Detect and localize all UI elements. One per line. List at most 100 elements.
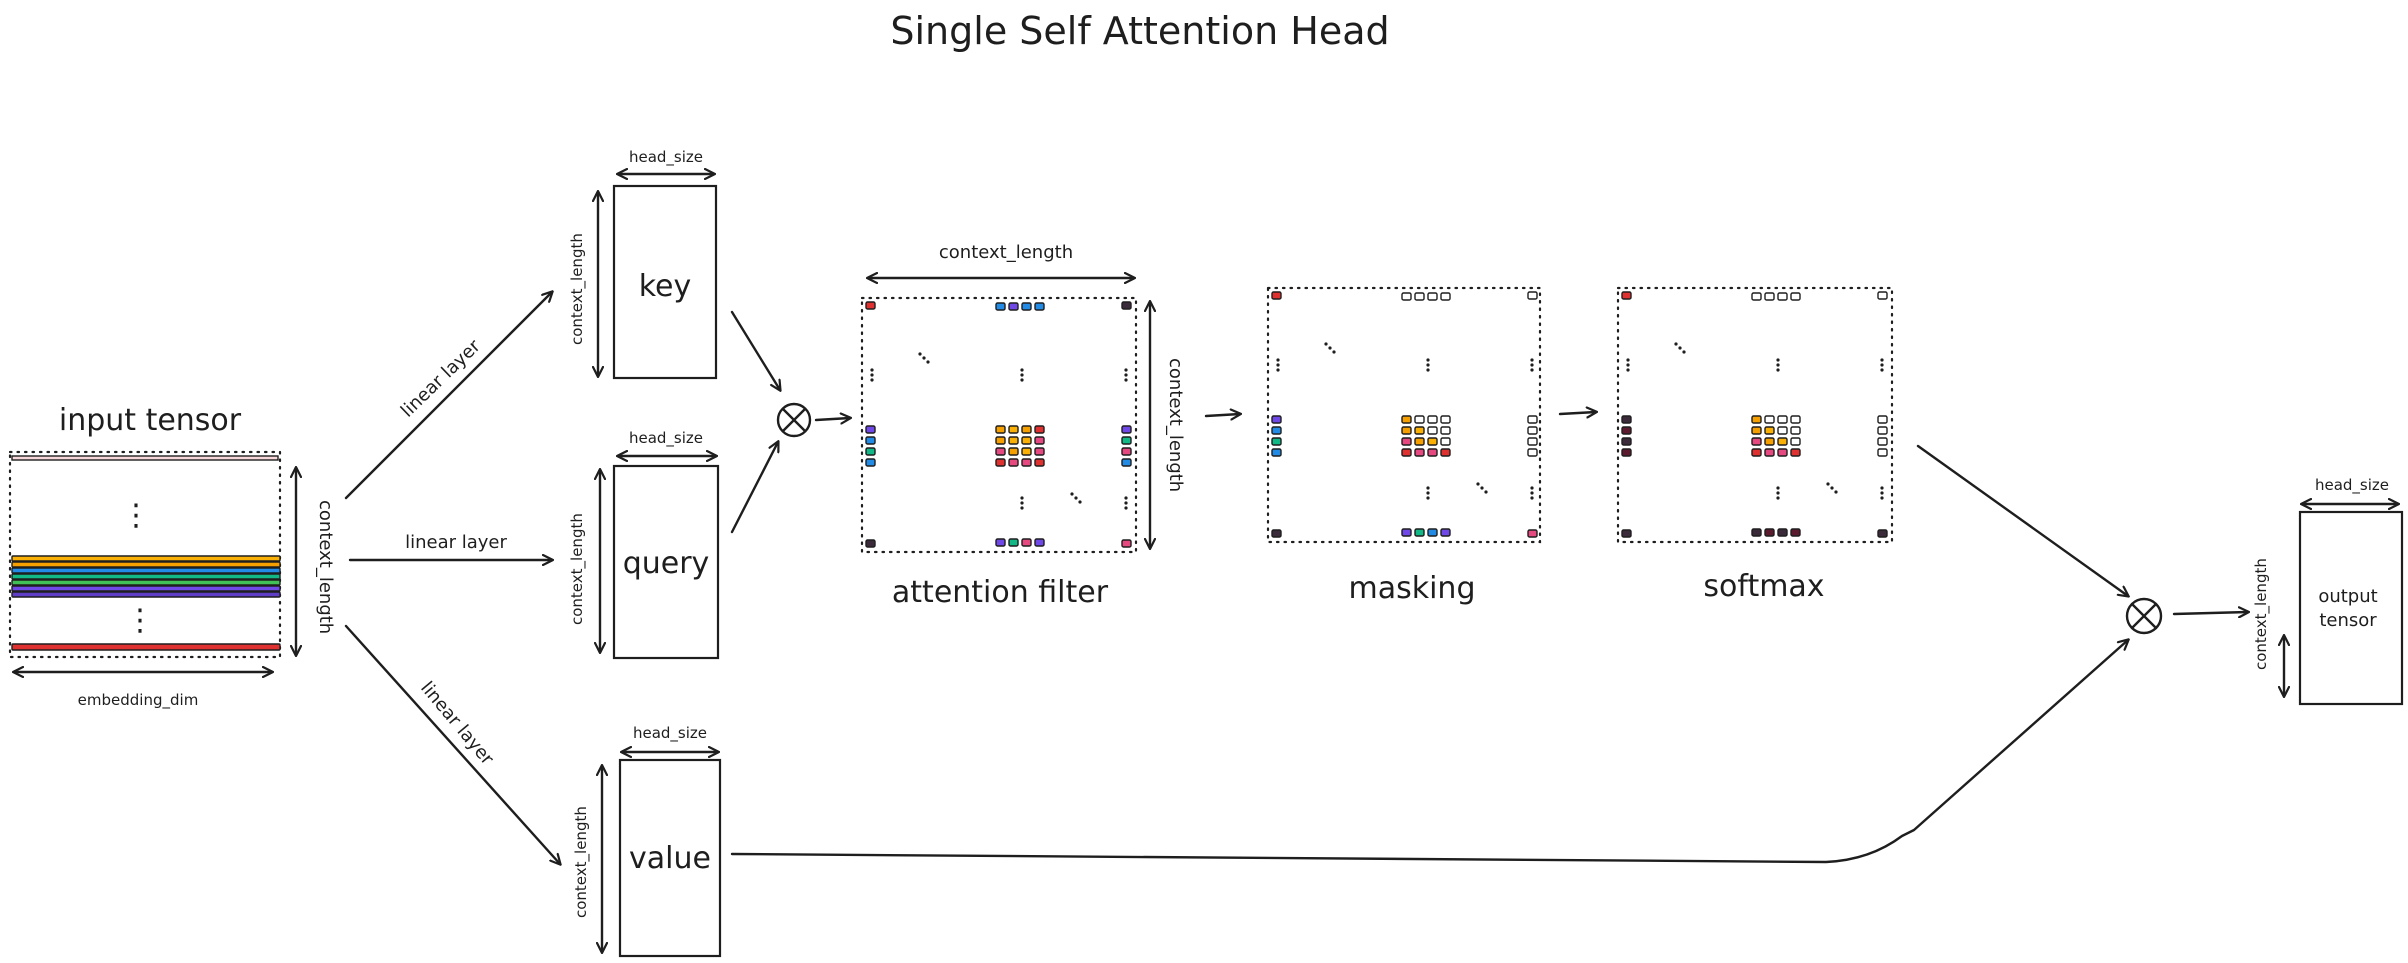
ellipsis-icon: [1124, 368, 1128, 372]
ellipsis-icon: [1880, 486, 1884, 490]
matrix-cell: [1414, 415, 1425, 424]
ellipsis-icon: [1276, 358, 1280, 362]
value-label: value: [629, 841, 711, 876]
ellipsis-icon: [1776, 486, 1780, 490]
matrix-cell: [1777, 415, 1788, 424]
ellipsis-icon: [1020, 373, 1024, 377]
matrix-cell: [1121, 458, 1132, 467]
diagonal-ellipsis-icon: [1074, 496, 1078, 500]
ellipsis-icon: [1776, 368, 1780, 372]
matrix-cell: [1621, 291, 1632, 300]
matrix-cell: [1008, 538, 1019, 547]
input-row: [11, 455, 279, 461]
ellipsis-icon: [1530, 363, 1534, 367]
matrix-cell: [1777, 426, 1788, 435]
key-dim-context-length: context_length: [568, 233, 587, 345]
matrix-cell: [1034, 302, 1045, 311]
matrix-cell: [1527, 426, 1538, 435]
matrix-cell: [1008, 425, 1019, 434]
matrix-cell: [1621, 529, 1632, 538]
attention-dim-right: context_length: [1165, 358, 1186, 492]
masking: masking: [1266, 286, 1542, 606]
matrix-cell: [1790, 448, 1801, 457]
output-label-line1: output: [2318, 586, 2377, 607]
matrix-cell: [1764, 292, 1775, 301]
matmul-softmax-value: [730, 444, 2248, 864]
ellipsis-icon: [1020, 496, 1024, 500]
matrix-cell: [1877, 437, 1888, 446]
multiply-cross-2b: [2130, 602, 2158, 630]
matrix-cell: [1271, 426, 1282, 435]
matrix-cell: [1271, 291, 1282, 300]
label-linear-query: linear layer: [405, 532, 507, 553]
matrix-cell: [865, 458, 876, 467]
ellipsis-icon: [1020, 501, 1024, 505]
ellipsis-icon: [870, 373, 874, 377]
matrix-cell: [1401, 448, 1412, 457]
softmax-frame: [1616, 286, 1894, 544]
matrix-cell: [1121, 539, 1132, 548]
input-tensor-frame: [8, 450, 282, 659]
label-linear-key: linear layer: [397, 335, 485, 421]
input-ellipsis-bottom: ⋮: [125, 603, 155, 638]
matrix-cell: [865, 539, 876, 548]
matrix-cell: [1121, 447, 1132, 456]
ellipsis-icon: [1124, 373, 1128, 377]
query-dim-context-length: context_length: [568, 513, 587, 625]
input-row: [11, 585, 281, 592]
matrix-cell: [1034, 447, 1045, 456]
diagonal-ellipsis-icon: [926, 360, 930, 364]
query-block: query head_size context_length: [568, 429, 720, 660]
matrix-cell: [1621, 415, 1632, 424]
value-block: value head_size context_length: [572, 724, 722, 958]
arrow-query-to-mul: [730, 442, 778, 534]
ellipsis-icon: [1426, 368, 1430, 372]
matrix-cell: [1527, 415, 1538, 424]
ellipsis-icon: [1020, 368, 1024, 372]
matrix-cell: [1764, 426, 1775, 435]
multiply-circle-2: [2125, 597, 2163, 635]
diagram-title: Single Self Attention Head: [890, 9, 1389, 53]
ellipsis-icon: [1020, 378, 1024, 382]
matrix-cell: [1034, 458, 1045, 467]
matrix-cell: [1877, 426, 1888, 435]
matrix-cell: [1440, 292, 1451, 301]
matrix-cell: [865, 436, 876, 445]
softmax-cells: [1621, 291, 1888, 538]
matrix-cell: [1021, 425, 1032, 434]
matrix-cell: [1440, 426, 1451, 435]
matrix-cell: [1427, 426, 1438, 435]
matrix-cell: [1751, 426, 1762, 435]
matrix-cell: [1121, 301, 1132, 310]
ellipsis-icon: [1124, 496, 1128, 500]
ellipsis-icon: [1776, 496, 1780, 500]
matrix-cell: [1401, 415, 1412, 424]
diagonal-ellipsis-icon: [918, 352, 922, 356]
diagonal-ellipsis-icon: [1324, 342, 1328, 346]
matrix-cell: [1427, 437, 1438, 446]
matrix-cell: [1777, 292, 1788, 301]
ellipsis-icon: [1124, 501, 1128, 505]
matrix-cell: [1427, 528, 1438, 537]
matrix-cell: [1877, 291, 1888, 300]
matrix-cell: [1427, 292, 1438, 301]
matrix-cell: [1271, 415, 1282, 424]
softmax: softmax: [1616, 286, 1894, 604]
diagonal-ellipsis-icon: [1674, 342, 1678, 346]
matrix-cell: [1790, 528, 1801, 537]
key-rect: [612, 184, 718, 380]
attention-dim-top: context_length: [939, 242, 1073, 263]
arrow-key-to-mul: [730, 310, 780, 390]
diagonal-ellipsis-icon: [1678, 346, 1682, 350]
ellipsis-icon: [1124, 378, 1128, 382]
ellipsis-icon: [1426, 363, 1430, 367]
matrix-cell: [1764, 415, 1775, 424]
output-rect: [2298, 510, 2404, 706]
input-tensor-rows: [11, 455, 281, 651]
arrow-attention-to-masking: [1204, 414, 1240, 416]
matrix-cell: [1527, 291, 1538, 300]
matrix-cell: [1008, 447, 1019, 456]
diagonal-ellipsis-icon: [1476, 482, 1480, 486]
matrix-cell: [1414, 292, 1425, 301]
